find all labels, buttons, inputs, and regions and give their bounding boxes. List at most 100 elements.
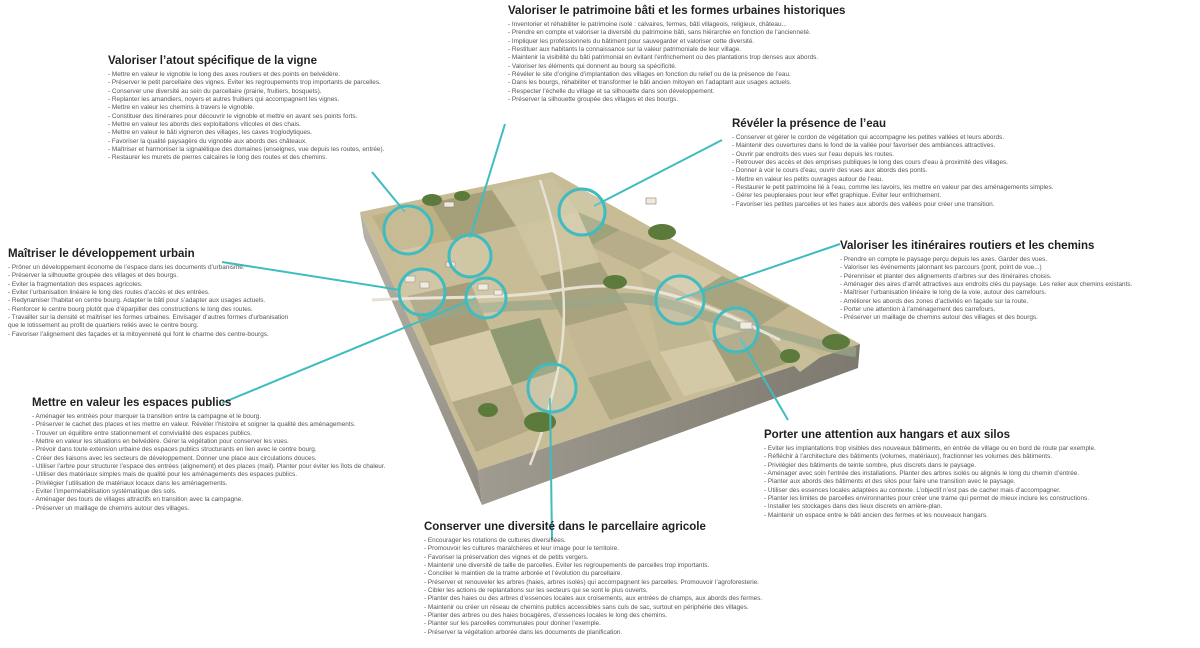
list-item: - Favoriser la préservation des vignes e… <box>424 553 589 561</box>
section-list: - Conserver et gérer le cordon de végéta… <box>732 134 1053 209</box>
section-eau: Révéler la présence de l’eau - Conserver… <box>732 118 1053 209</box>
list-item: - Mettre en valeur le bâti vigneron des … <box>108 129 312 137</box>
list-item: - Favoriser les petites parcelles et les… <box>732 200 995 208</box>
section-list: - Aménager les entrées pour marquer la t… <box>32 413 385 513</box>
list-item: - Mettre en valeur les abords des exploi… <box>108 121 301 129</box>
list-item: - Valoriser les éléments qui donnent au … <box>508 62 677 70</box>
callout-circles <box>382 187 760 414</box>
list-item: - Préserver et renouveler les arbres (ha… <box>424 578 759 586</box>
list-item: - Eviter les implantations trop visibles… <box>764 445 1096 452</box>
list-item: - Restituer aux habitants la connaissanc… <box>508 46 742 54</box>
list-item: - Planter aux abords des bâtiments et de… <box>764 478 1016 486</box>
list-item: - Maîtriser l’urbanisation linéaire le l… <box>840 289 1047 297</box>
list-item: - Renforcer le centre bourg plutôt que d… <box>8 305 253 313</box>
list-item: - Maintenir des ouvertures dans le fond … <box>732 142 996 150</box>
list-item: - Maintenir ou créer un réseau de chemin… <box>424 603 749 611</box>
section-patrimoine: Valoriser le patrimoine bâti et les form… <box>508 5 845 104</box>
list-item: - Planter des haies ou des arbres d’esse… <box>424 595 763 603</box>
list-item: - Constituer des itinéraires pour découv… <box>108 112 358 120</box>
list-item: - Utiliser des matériaux simples mais de… <box>32 471 297 479</box>
section-title: Conserver une diversité dans le parcella… <box>424 521 706 533</box>
list-item: - Améliorer les abords des zones d’activ… <box>840 297 1029 305</box>
list-item: - Mettre en valeur les chemins à travers… <box>108 104 255 112</box>
list-item: - Restaurer les murets de pierres calcai… <box>108 154 328 162</box>
stream-valley <box>418 292 857 357</box>
list-item: - Favoriser la qualité paysagère du vign… <box>108 137 307 145</box>
list-item: - Prôner un développement économe de l’e… <box>8 264 245 271</box>
list-item: - Planter sur les parcelles communales p… <box>424 620 601 628</box>
list-item: - Planter des arbres ou des haies bocagè… <box>424 612 667 620</box>
list-item: - Conserver une diversité au sein du par… <box>108 87 322 95</box>
list-item: - Préserver la végétation arborée dans l… <box>424 628 623 636</box>
list-item: - Travailler sur la densité et maîtriser… <box>8 314 289 322</box>
list-item: - Gérer les peupleraies pour leur effet … <box>732 192 942 200</box>
list-item: - Planter les limites de parcelles envir… <box>764 495 1090 503</box>
list-item: - Maîtriser et harmoniser la signalétiqu… <box>108 146 385 154</box>
list-item: - Installer les stockages dans des lieux… <box>764 503 943 511</box>
list-item: - Préserver la silhouette groupée des vi… <box>8 272 179 280</box>
list-item: - Encourager les rotations de cultures d… <box>424 537 566 544</box>
list-item: - Réfléchir à l’architecture des bâtimen… <box>764 453 1053 461</box>
section-title: Valoriser l’atout spécifique de la vigne <box>108 55 317 67</box>
list-item: - Privilégier des bâtiments de teinte so… <box>764 461 977 469</box>
section-espaces: Mettre en valeur les espaces publics - A… <box>32 397 385 513</box>
list-item: - Eviter l’imperméabilisation systématiq… <box>32 488 177 496</box>
section-parcellaire: Conserver une diversité dans le parcella… <box>424 521 762 637</box>
section-itineraires: Valoriser les itinéraires routiers et le… <box>840 240 1132 323</box>
section-title: Révéler la présence de l’eau <box>732 118 887 130</box>
block-left-face <box>360 212 482 505</box>
block-front-face <box>478 344 860 505</box>
list-item: - Aménager des tours de villages attract… <box>32 496 244 504</box>
list-item: - Pérenniser et planter des alignements … <box>840 272 1052 280</box>
road <box>528 179 566 466</box>
list-item: - Redynamiser l’habitat en centre bourg.… <box>8 297 266 305</box>
list-item: - Impliquer les professionnels du bâtime… <box>508 37 755 45</box>
list-item: - Mettre en valeur les situations en bel… <box>32 438 289 446</box>
list-item: - Utiliser des essences locales adaptées… <box>764 486 1061 494</box>
section-title: Maîtriser le développement urbain <box>8 248 195 260</box>
section-list: - Inventorier et réhabiliter le patrimoi… <box>508 21 845 104</box>
list-item: que le lotissement au profit de quartier… <box>8 322 199 330</box>
list-item: - Maintenir un espace entre le bâti anci… <box>764 511 988 519</box>
list-item: - Privilégier l’utilisation de matériaux… <box>32 479 228 487</box>
list-item: - Préserver le petit parcellaire des vig… <box>108 79 381 87</box>
list-item: - Prévoir dans toute extension urbaine d… <box>32 446 317 454</box>
list-item: - Aménager avec soin l’entrée des instal… <box>764 470 1080 478</box>
list-item: - Mettre en valeur le vignoble le long d… <box>108 71 340 78</box>
section-title: Porter une attention aux hangars et aux … <box>764 429 1011 441</box>
list-item: - Ouvrir par endroits des vues sur l’eau… <box>732 150 894 158</box>
list-item: - Utiliser l’arbre pour structurer l’esp… <box>32 463 386 471</box>
list-item: - Retrouver des accès et des emprises pu… <box>732 159 1009 167</box>
list-item: - Replanter les amandiers, noyers et aut… <box>108 96 340 104</box>
list-item: - Révéler le site d’origine d’implantati… <box>508 71 791 79</box>
section-list: - Mettre en valeur le vignoble le long d… <box>108 71 384 163</box>
section-list: - Eviter les implantations trop visibles… <box>764 445 1096 520</box>
list-item: - Aménager les entrées pour marquer la t… <box>32 413 262 420</box>
section-urbain: Maîtriser le développement urbain - Prôn… <box>8 248 288 339</box>
section-list: - Encourager les rotations de cultures d… <box>424 537 762 637</box>
list-item: - Trouver un équilibre entre stationneme… <box>32 429 252 437</box>
list-item: - Prendre en compte et valoriser la dive… <box>508 29 811 37</box>
section-title: Valoriser les itinéraires routiers et le… <box>840 240 1095 252</box>
list-item: - Maintenir la visibilité du bâti patrim… <box>508 54 819 62</box>
list-item: - Préserver le cachet des places et les … <box>32 421 356 429</box>
list-item: - Conserver et gérer le cordon de végéta… <box>732 134 1005 141</box>
list-item: - Restaurer le petit patrimoine lié à l’… <box>732 184 1054 192</box>
section-hangars: Porter une attention aux hangars et aux … <box>764 429 1096 520</box>
list-item: - Promouvoir les cultures maraîchères et… <box>424 545 619 553</box>
list-item: - Valoriser les événements jalonnant les… <box>840 264 1042 272</box>
list-item: - Cibler les actions de replantations su… <box>424 587 648 595</box>
list-item: - Favoriser l’alignement des façades et … <box>8 330 269 338</box>
list-item: - Mettre en valeur les petits ouvrages a… <box>732 175 883 183</box>
list-item: - Créer des liaisons avec les secteurs d… <box>32 454 317 462</box>
list-item: - Inventorier et réhabiliter le patrimoi… <box>508 21 787 28</box>
list-item: - Maintenir une diversité de taille de p… <box>424 562 710 570</box>
section-list: - Prôner un développement économe de l’e… <box>8 264 288 339</box>
road <box>371 284 781 342</box>
list-item: - Porter une attention à l’aménagement d… <box>840 306 996 314</box>
list-item: - Eviter la fragmentation des espaces ag… <box>8 280 143 288</box>
list-item: - Aménager des aires d’arrêt attractives… <box>840 281 1133 289</box>
list-item: - Donner à voir le cours d’eau, ouvrir d… <box>732 167 928 175</box>
section-title: Mettre en valeur les espaces publics <box>32 397 232 409</box>
